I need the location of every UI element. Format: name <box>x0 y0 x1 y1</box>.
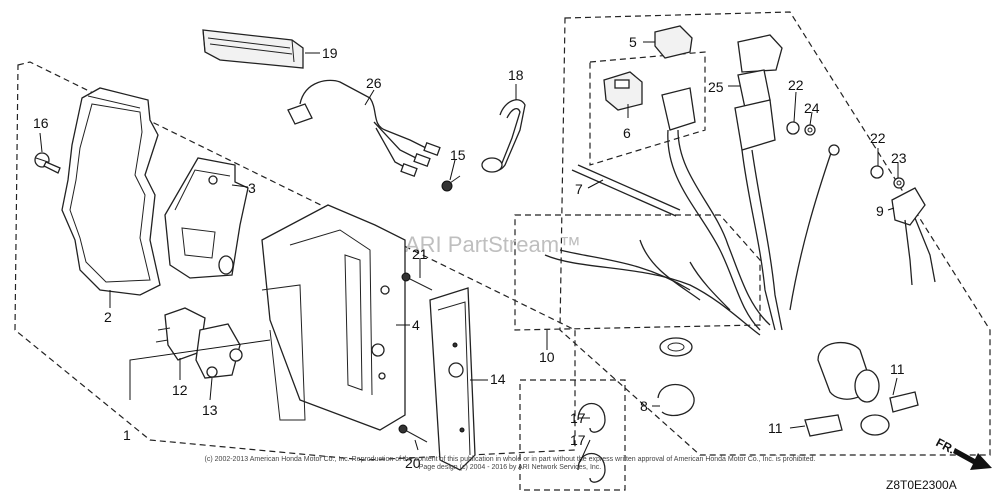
part-3-bracket <box>164 157 249 279</box>
harness-group-boundary <box>514 214 761 331</box>
part-6-connector <box>603 71 643 111</box>
callout-17b: 17 <box>570 432 586 448</box>
part-4-panel <box>261 204 406 431</box>
part-22-nut-lower <box>870 165 884 179</box>
part-7-wire <box>571 164 681 217</box>
callout-11b: 11 <box>768 420 783 436</box>
part-16-screw <box>34 152 61 174</box>
part-19-foam-pad <box>202 29 304 69</box>
callout-15: 15 <box>450 147 466 163</box>
part-20-screw <box>398 424 428 443</box>
callout-2: 2 <box>104 309 112 325</box>
copyright-line-2: Page design (c) 2004 - 2016 by ARI Netwo… <box>418 464 602 471</box>
part-14-label-plate <box>429 287 476 471</box>
part-26-harness <box>287 79 441 177</box>
callout-5: 5 <box>629 34 637 50</box>
part-15-screw <box>441 175 461 192</box>
part-13-breaker <box>195 323 243 379</box>
part-17-clip-upper <box>577 403 606 433</box>
clip-group-boundary <box>519 379 626 491</box>
callout-8: 8 <box>640 398 648 414</box>
callout-3: 3 <box>248 180 256 196</box>
direction-arrow-icon <box>953 448 992 470</box>
callout-24: 24 <box>804 100 820 116</box>
part-22-nut-upper <box>786 121 800 135</box>
part-25-fuse-holder <box>661 34 783 151</box>
part-2-cover <box>61 87 161 296</box>
watermark: ARI PartStream™ <box>405 232 581 257</box>
fuse-group-boundary <box>589 51 706 166</box>
copyright-line-1: (c) 2002-2013 American Honda Motor Co., … <box>204 456 816 463</box>
part-9-sensor <box>891 187 936 286</box>
copyright-notice: (c) 2002-2013 American Honda Motor Co., … <box>150 456 870 472</box>
callout-12: 12 <box>172 382 188 398</box>
callout-13: 13 <box>202 402 218 418</box>
callout-1: 1 <box>123 427 131 443</box>
callout-17a: 17 <box>570 410 586 426</box>
part-11-ignition-switch <box>804 341 919 437</box>
callout-23: 23 <box>891 150 907 166</box>
direction-label: FR. <box>934 435 958 456</box>
callout-10: 10 <box>539 349 555 365</box>
callout-9: 9 <box>876 203 884 219</box>
callout-22a: 22 <box>788 77 804 93</box>
diagram-code: Z8T0E2300A <box>886 478 957 492</box>
part-8-clamp <box>657 384 695 417</box>
callout-16: 16 <box>33 115 49 131</box>
part-23-washer <box>893 177 905 189</box>
callout-19: 19 <box>322 45 338 61</box>
part-24-washer <box>804 124 816 136</box>
right-assembly-boundary <box>559 11 991 456</box>
wiring-harness <box>544 129 840 336</box>
leader-lines <box>39 41 899 463</box>
front-direction-indicator: FR. <box>934 435 992 470</box>
part-17-clip-lower <box>577 453 606 483</box>
callout-6: 6 <box>623 125 631 141</box>
part-18-cable-clamp <box>481 99 526 173</box>
part-5-relay <box>654 25 693 59</box>
callout-25: 25 <box>708 79 724 95</box>
callout-20: 20 <box>405 455 421 471</box>
callout-4: 4 <box>412 317 420 333</box>
callout-26: 26 <box>366 75 382 91</box>
callout-21: 21 <box>412 246 428 262</box>
callout-14: 14 <box>490 371 506 387</box>
callout-11a: 11 <box>890 361 905 377</box>
callout-18: 18 <box>508 67 524 83</box>
grommet <box>659 337 693 357</box>
part-21-screw <box>401 272 433 291</box>
callout-22b: 22 <box>870 130 886 146</box>
callout-7: 7 <box>575 181 583 197</box>
